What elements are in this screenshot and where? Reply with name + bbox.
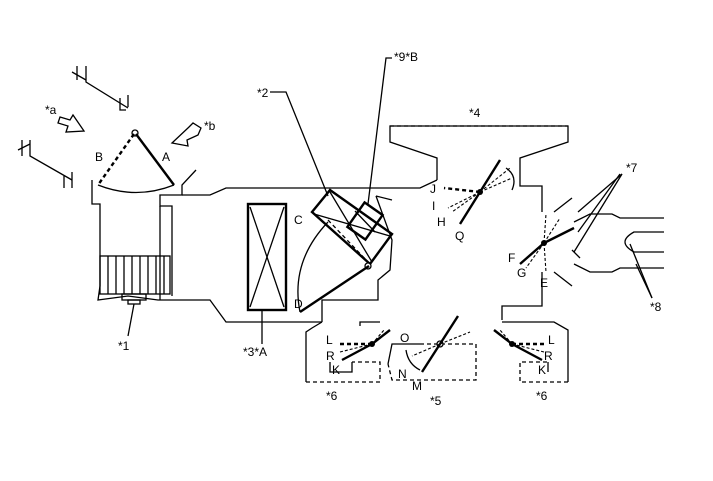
label-p9B: *9*B [394, 50, 418, 64]
label-p3A: *3*A [243, 345, 267, 359]
label-E: E [540, 276, 548, 290]
label-M: M [412, 379, 422, 393]
intake-damper [97, 129, 175, 194]
label-I: I [432, 199, 435, 213]
center-foot-damper [405, 315, 471, 373]
left-foot-damper [338, 329, 391, 362]
side-vents [553, 197, 664, 287]
label-Q: Q [455, 229, 464, 243]
label-p6-right: *6 [536, 389, 548, 403]
label-H: H [437, 215, 446, 229]
leader-lines [127, 57, 653, 344]
label-a: *a [45, 103, 57, 117]
label-p8: *8 [650, 300, 662, 314]
distribution-duct [305, 125, 569, 382]
label-J: J [430, 182, 436, 196]
blower-housing [91, 169, 322, 323]
label-B: B [95, 150, 103, 164]
label-D: D [294, 297, 303, 311]
label-p7: *7 [626, 161, 638, 175]
side-damper [519, 213, 575, 273]
label-K-right: K [538, 363, 546, 377]
arrow-a-icon [57, 113, 86, 133]
face-damper [443, 159, 515, 225]
label-p5: *5 [430, 394, 442, 408]
label-G: G [517, 266, 526, 280]
label-p1: *1 [118, 339, 130, 353]
arrow-b-icon [170, 122, 202, 147]
label-p6-left: *6 [326, 389, 338, 403]
label-p4: *4 [469, 106, 481, 120]
label-K-left: K [332, 363, 340, 377]
label-C: C [294, 213, 303, 227]
label-p2: *2 [257, 86, 269, 100]
evaporator [246, 202, 288, 312]
label-b: *b [204, 119, 216, 133]
label-N: N [398, 367, 407, 381]
label-O: O [400, 331, 409, 345]
foot-outlets [306, 321, 569, 383]
label-L-left: L [326, 333, 333, 347]
outside-air-inlet [17, 66, 129, 188]
label-R-right: R [544, 349, 553, 363]
label-R-left: R [326, 349, 335, 363]
label-A: A [162, 150, 170, 164]
blower-motor [99, 255, 171, 305]
right-foot-damper [493, 329, 546, 362]
label-L-right: L [548, 333, 555, 347]
heater-core [297, 188, 394, 313]
label-F: F [508, 251, 515, 265]
